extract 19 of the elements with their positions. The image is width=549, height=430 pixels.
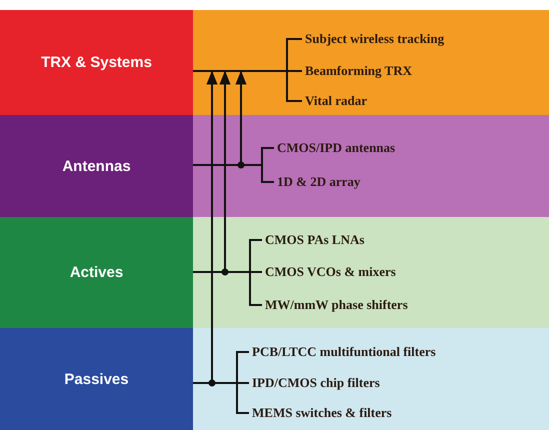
list-item-text: CMOS VCOs & mixers [265, 264, 396, 280]
category-band [193, 115, 549, 217]
category-band [193, 217, 549, 328]
category-box: Actives [0, 217, 193, 328]
category-box: Antennas [0, 115, 193, 217]
category-band [193, 10, 549, 115]
list-item-text: Vital radar [305, 93, 367, 109]
category-band [193, 328, 549, 430]
category-box: Passives [0, 328, 193, 430]
list-item-text: MEMS switches & filters [252, 405, 392, 421]
category-box: TRX & Systems [0, 10, 193, 115]
list-item-text: 1D & 2D array [277, 174, 360, 190]
list-item-text: CMOS PAs LNAs [265, 232, 364, 248]
list-item-text: MW/mmW phase shifters [265, 297, 408, 313]
list-item-text: IPD/CMOS chip filters [252, 375, 380, 391]
list-item-text: Beamforming TRX [305, 63, 412, 79]
list-item-text: Subject wireless tracking [305, 31, 444, 47]
list-item-text: CMOS/IPD antennas [277, 140, 396, 156]
list-item-text: PCB/LTCC multifuntional filters [252, 344, 436, 360]
